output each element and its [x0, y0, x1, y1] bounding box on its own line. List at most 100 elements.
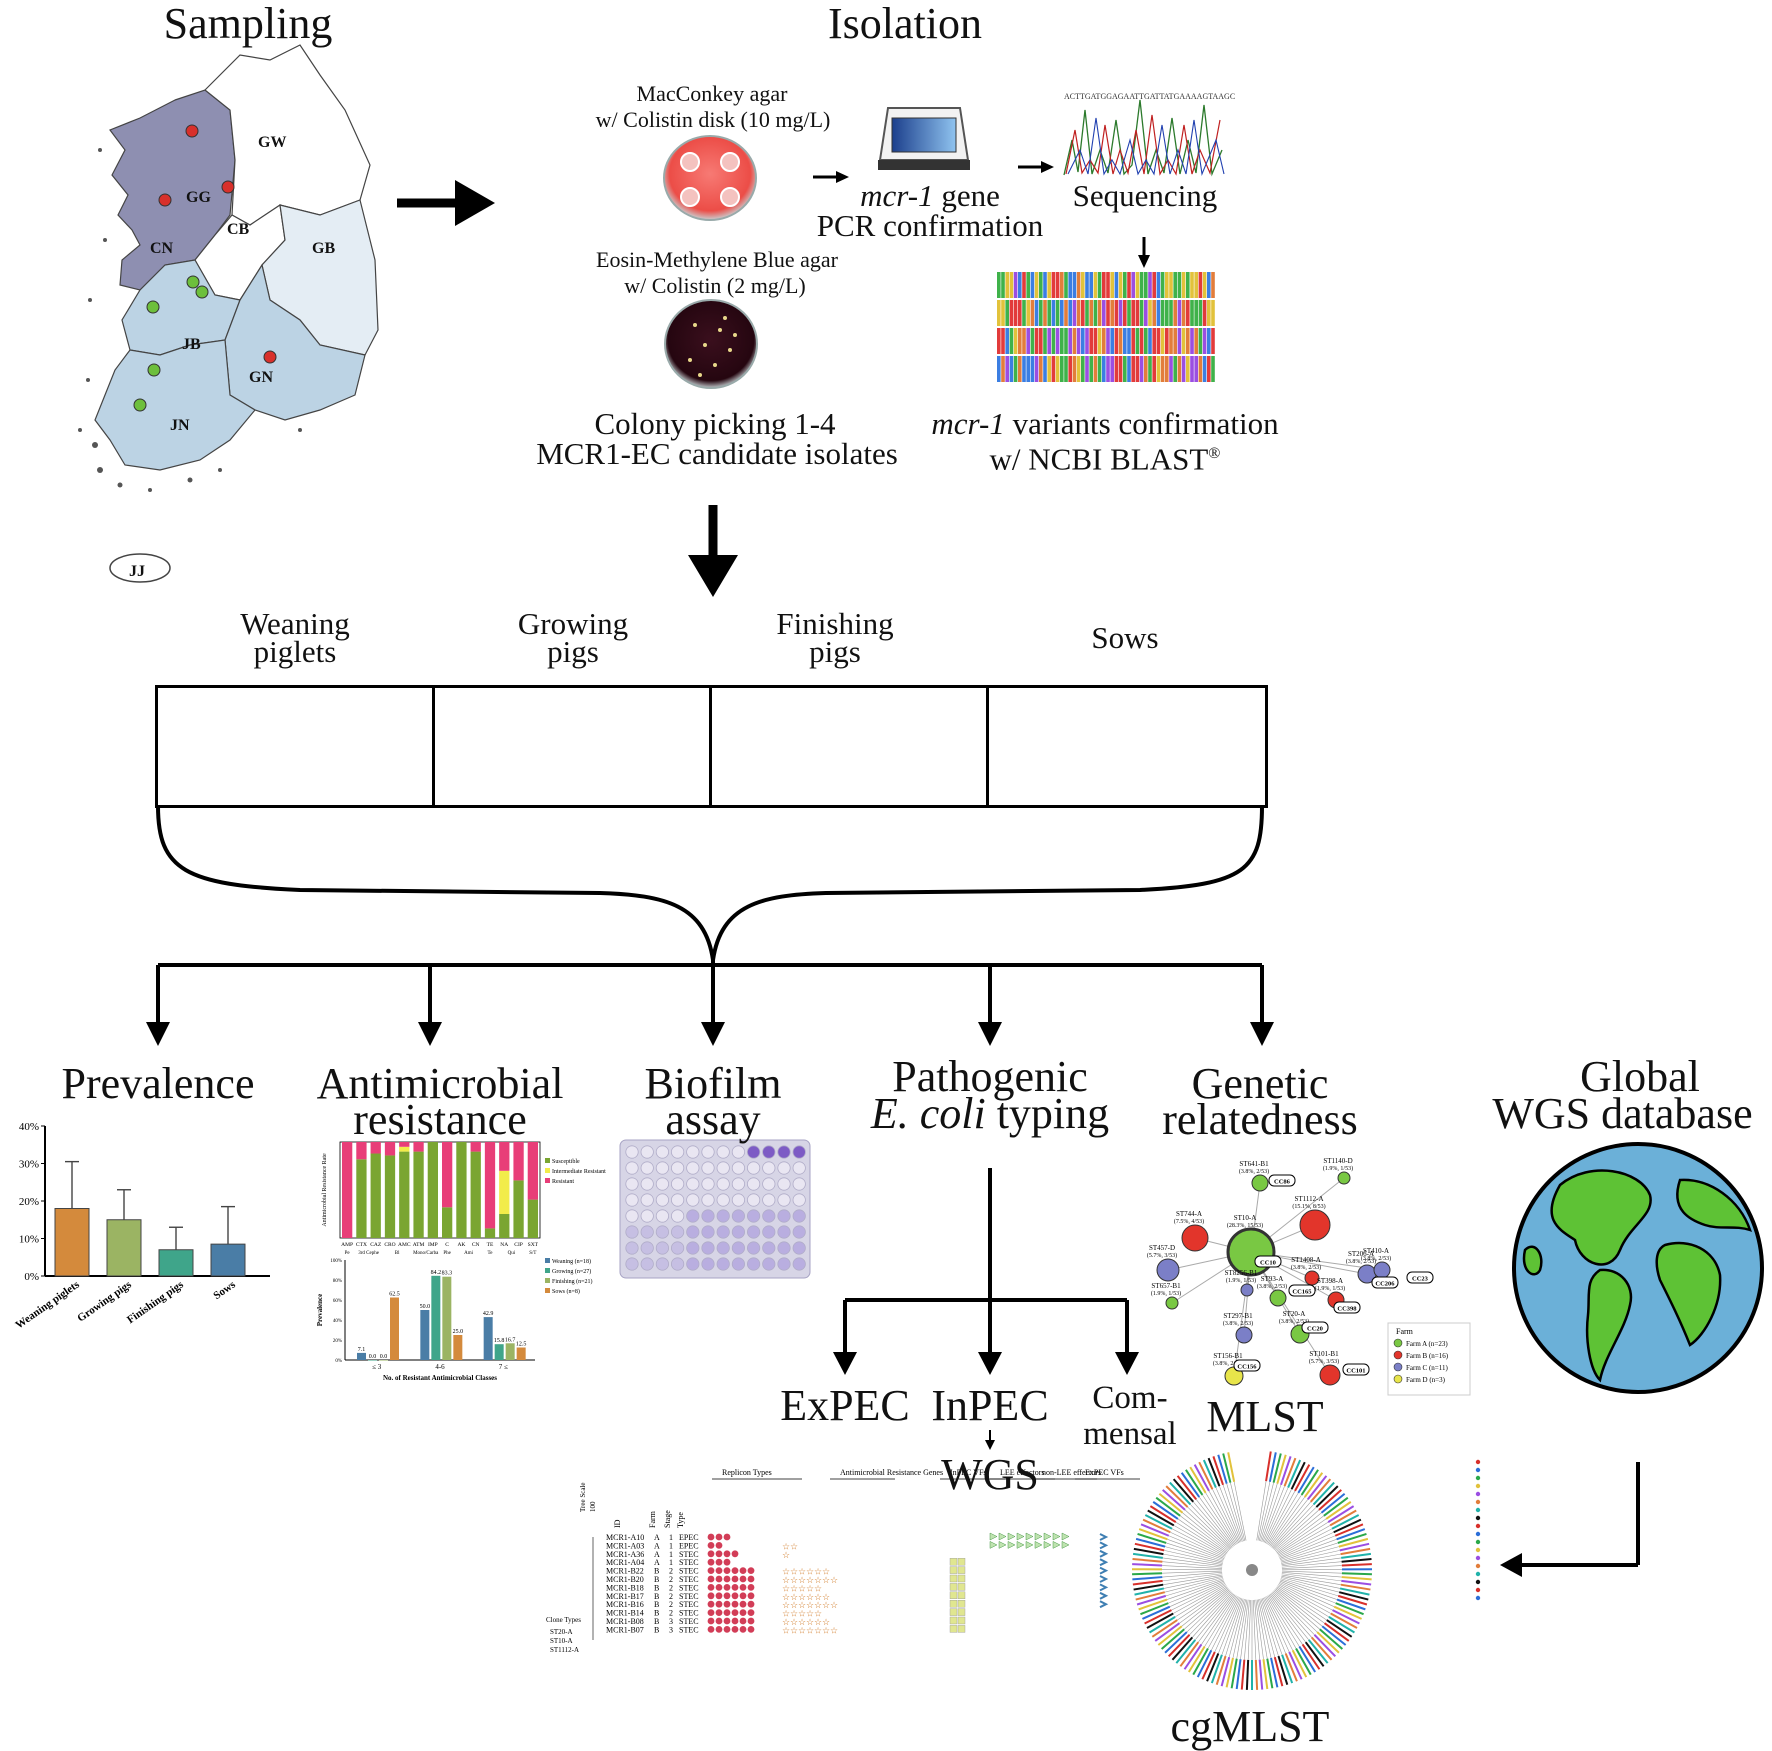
macconkey-label-1: MacConkey agar: [636, 81, 788, 106]
tip-label-bar: [1323, 1496, 1349, 1517]
node-label: ST1112-A: [1294, 1195, 1323, 1203]
tree-branch: [1215, 1487, 1241, 1543]
tree-branch: [1281, 1561, 1342, 1568]
alignment-cell: [1085, 300, 1089, 326]
column-header: Farm: [648, 1510, 657, 1528]
amr-heading-2: resistance: [353, 1095, 527, 1144]
alignment-cell: [1152, 272, 1156, 298]
alignment-cell: [1009, 328, 1014, 354]
stage-label-growing-2: pigs: [547, 634, 599, 669]
replicon-dot: [747, 1626, 755, 1633]
mlst-node: [1181, 1224, 1209, 1252]
tree-branch: [1170, 1531, 1225, 1558]
tip-label-bar: [1198, 1461, 1214, 1490]
tree-branch: [1270, 1499, 1309, 1547]
alignment-cell: [1081, 272, 1085, 298]
amr-star: ☆: [806, 1625, 814, 1635]
alignment-cell: [1039, 356, 1043, 382]
amr-star: ☆: [814, 1575, 822, 1585]
tip-label-bar: [1142, 1605, 1171, 1620]
expec-chevron: [1099, 1541, 1109, 1550]
tip-label-bar: [1172, 1478, 1195, 1503]
global-heading-2: WGS database: [1492, 1089, 1753, 1138]
pcr-confirm-label: PCR confirmation: [816, 208, 1044, 243]
amr-star: ☆: [814, 1609, 822, 1619]
tip-label-bar: [1284, 1653, 1298, 1682]
tree-branch: [1173, 1584, 1226, 1614]
pathogenic-heading-2: E. coli typing: [850, 1092, 1130, 1136]
node-sublabel: (3.8%, 2/53): [1239, 1168, 1269, 1175]
amr-star: ☆: [806, 1609, 814, 1619]
replicon-dot: [739, 1617, 747, 1625]
map-label-jj: JJ: [129, 563, 145, 580]
replicon-dot: [747, 1600, 755, 1608]
tree-branch: [1201, 1594, 1236, 1645]
row-farm: B: [654, 1625, 659, 1634]
cgmlst-label: cgMLST: [1170, 1702, 1330, 1751]
plate-well: [746, 1161, 761, 1175]
node-label: ST744-A: [1176, 1210, 1202, 1218]
alignment-cell: [1127, 356, 1131, 382]
data-label: 15.8: [494, 1338, 505, 1344]
cc-label: CC23: [1412, 1276, 1429, 1283]
row-stage: 2: [669, 1583, 673, 1592]
tree-branch: [1276, 1586, 1327, 1621]
x-tick-label: CAZ: [370, 1242, 382, 1248]
alignment-cell: [1135, 356, 1140, 382]
plate-well: [686, 1177, 700, 1191]
tip-label-bar: [1338, 1591, 1369, 1601]
alignment-cell: [1076, 356, 1081, 382]
replicon-dot: [707, 1550, 715, 1558]
replicon-dot: [747, 1609, 755, 1616]
tip-label-bar: [1133, 1547, 1164, 1556]
row-type: STEC: [679, 1567, 699, 1576]
row-id: MCR1-B07: [606, 1625, 644, 1634]
stage-box-growing: [432, 685, 712, 808]
tree-branch: [1228, 1598, 1245, 1658]
variants-suffix: variants confirmation: [1004, 406, 1279, 441]
alignment-cell: [1123, 356, 1127, 382]
tree-branch: [1272, 1504, 1314, 1549]
commensal-label-1: Com-: [1092, 1380, 1168, 1416]
farm-dot-green: [133, 398, 147, 412]
tree-branch: [1269, 1496, 1305, 1546]
isolation-graphics: ACTTGATGGAGAATTGATTATGAAAAGTAAGC: [663, 92, 1235, 389]
bar-segment: [470, 1151, 481, 1238]
tree-branch: [1195, 1593, 1234, 1641]
alignment-block: [997, 272, 1215, 382]
farm-dot-green: [146, 300, 160, 314]
cc-label: CC206: [1375, 1281, 1395, 1288]
plate-well: [746, 1225, 761, 1239]
tree-branch: [1162, 1573, 1223, 1582]
plate-well: [731, 1225, 746, 1239]
bar: [357, 1352, 366, 1360]
row-stage: 3: [669, 1625, 673, 1634]
plate-well: [731, 1161, 746, 1175]
tree-branch: [1268, 1494, 1302, 1546]
replicon-dot: [715, 1592, 723, 1600]
tree-branch: [1267, 1595, 1300, 1647]
x-tick-label: 4-6: [435, 1363, 445, 1371]
legend-swatch: [1393, 1350, 1403, 1360]
node-label: ST93-A: [1261, 1275, 1284, 1283]
node-sublabel: (3.8%, 2/53): [1291, 1264, 1321, 1271]
region-jj-island: [109, 553, 171, 583]
amr-star: ☆: [798, 1567, 806, 1577]
tip-label-bar: [1337, 1532, 1367, 1544]
plate-well: [686, 1161, 700, 1175]
bar-segment: [384, 1155, 396, 1238]
tree-branch: [1168, 1580, 1225, 1604]
legend-box: [1387, 1322, 1471, 1396]
amr-star: ☆: [790, 1625, 798, 1635]
genetic-heading-2: relatedness: [1162, 1095, 1358, 1144]
plate-well: [792, 1257, 806, 1271]
cc-badge: [1406, 1271, 1434, 1284]
tree-branch: [1256, 1481, 1267, 1541]
tip-label-bar: [1337, 1594, 1368, 1606]
row-stage: 2: [669, 1575, 673, 1584]
tip-label-bar: [1196, 1649, 1213, 1678]
alignment-cell: [1030, 328, 1035, 354]
alignment-cell: [1089, 328, 1093, 354]
legend-swatch: [1393, 1362, 1403, 1372]
amr-star: ☆: [782, 1583, 790, 1593]
